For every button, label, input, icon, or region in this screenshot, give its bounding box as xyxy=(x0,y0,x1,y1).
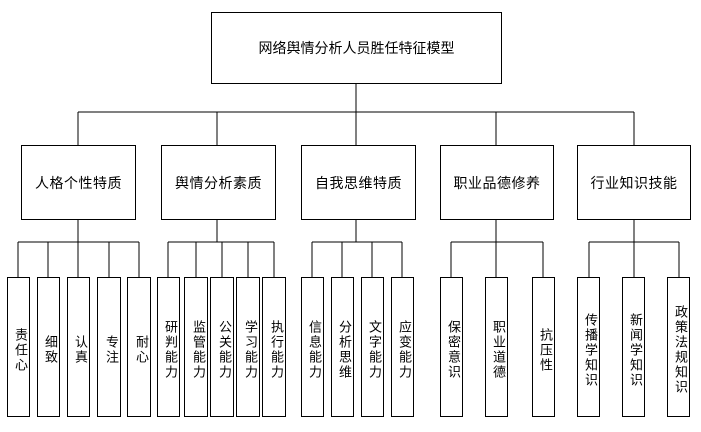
leaf-judgement-ability: 研判能力 xyxy=(157,277,180,417)
leaf-writing-ability: 文字能力 xyxy=(361,277,384,417)
leaf-responsibility: 责任心 xyxy=(7,277,30,417)
leaf-adaptability: 应变能力 xyxy=(391,277,414,417)
leaf-patience: 耐心 xyxy=(127,277,151,417)
leaf-execution-ability: 执行能力 xyxy=(262,277,286,417)
leaf-conscientiousness: 认真 xyxy=(67,277,90,417)
leaf-journalism-knowledge: 新闻学知识 xyxy=(622,277,645,417)
category-analysis-quality: 舆情分析素质 xyxy=(161,145,276,220)
leaf-analytical-thinking: 分析思维 xyxy=(331,277,354,417)
leaf-professional-ethics: 职业道德 xyxy=(485,277,508,417)
leaf-pr-ability: 公关能力 xyxy=(210,277,234,417)
leaf-communication-knowledge: 传播学知识 xyxy=(577,277,600,417)
leaf-confidentiality-awareness: 保密意识 xyxy=(440,277,463,417)
leaf-carefulness: 细致 xyxy=(37,277,60,417)
root-node: 网络舆情分析人员胜任特征模型 xyxy=(211,12,502,84)
leaf-learning-ability: 学习能力 xyxy=(236,277,260,417)
leaf-stress-resistance: 抗压性 xyxy=(532,277,555,417)
category-personality: 人格个性特质 xyxy=(21,145,136,220)
leaf-policy-law-knowledge: 政策法规知识 xyxy=(667,277,690,417)
category-self-thinking: 自我思维特质 xyxy=(301,145,416,220)
category-professional-ethics: 职业品德修养 xyxy=(440,145,554,220)
category-industry-knowledge: 行业知识技能 xyxy=(577,145,691,220)
leaf-focus: 专注 xyxy=(97,277,121,417)
leaf-information-ability: 信息能力 xyxy=(301,277,324,417)
leaf-supervision-ability: 监管能力 xyxy=(184,277,208,417)
